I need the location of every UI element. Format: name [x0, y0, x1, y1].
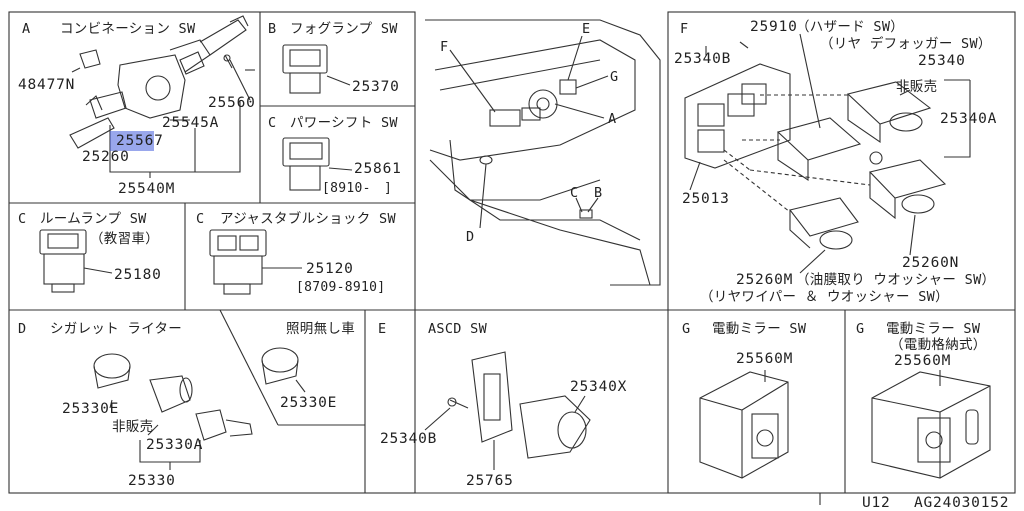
panel-c1-title: パワーシフト SW	[290, 115, 398, 131]
panel-d2-title: 照明無し車	[286, 321, 355, 337]
panel-b-title: フォグランプ SW	[290, 21, 398, 37]
part-25330[interactable]: 25330	[128, 473, 176, 489]
callout-G: G	[610, 69, 619, 85]
part-25560M-g1[interactable]: 25560M	[736, 351, 794, 367]
callout-F: F	[440, 39, 449, 55]
part-25260M[interactable]: 25260M	[736, 272, 794, 288]
label-25910-hazard: （ハザード SW）	[796, 19, 905, 35]
label-not-sold-f: 非販売	[896, 79, 938, 95]
panel-c2-letter: C	[18, 211, 27, 227]
part-25560[interactable]: 25560	[208, 95, 256, 111]
callout-A: A	[608, 111, 617, 127]
panel-a-title: コンビネーション SW	[60, 21, 196, 37]
part-25260N[interactable]: 25260N	[902, 255, 960, 271]
part-25545A[interactable]: 25545A	[162, 115, 220, 131]
callout-E: E	[582, 21, 591, 37]
part-25340B-f[interactable]: 25340B	[674, 51, 732, 67]
part-25330E-d2[interactable]: 25330E	[280, 395, 338, 411]
part-25340B-e[interactable]: 25340B	[380, 431, 438, 447]
panel-e-title: ASCD SW	[428, 321, 487, 337]
part-25340X[interactable]: 25340X	[570, 379, 628, 395]
label-not-sold-d: 非販売	[112, 419, 154, 435]
panel-c3-note: [8709-8910]	[296, 280, 386, 295]
part-25540M[interactable]: 25540M	[118, 181, 176, 197]
part-25180[interactable]: 25180	[114, 267, 162, 283]
part-25330E[interactable]: 25330E	[62, 401, 120, 417]
panel-g2-title: 電動ミラー SW	[886, 321, 981, 337]
panel-c1-note: [8910- ]	[322, 181, 393, 196]
part-25567[interactable]: 25567	[116, 133, 164, 149]
part-25260[interactable]: 25260	[82, 149, 130, 165]
panel-g1-letter: G	[682, 321, 691, 337]
label-25260N: （油膜取り ウオッシャー SW）	[796, 272, 996, 288]
footer-model: U12	[862, 495, 891, 511]
callout-B: B	[594, 185, 603, 201]
part-25861[interactable]: 25861	[354, 161, 402, 177]
panel-g2-letter: G	[856, 321, 865, 337]
part-25340[interactable]: 25340	[918, 53, 966, 69]
panel-b-letter: B	[268, 21, 277, 37]
highlighted-part-25567[interactable]	[110, 131, 154, 151]
panel-g1-title: 電動ミラー SW	[712, 321, 807, 337]
label-25910-defogger: （リヤ デフォッガー SW）	[820, 36, 992, 52]
panel-e-letter: E	[378, 321, 387, 337]
panel-c2-subtitle: （教習車）	[90, 231, 159, 247]
part-25560M-g2[interactable]: 25560M	[894, 353, 952, 369]
part-25120[interactable]: 25120	[306, 261, 354, 277]
panel-c1-letter: C	[268, 115, 277, 131]
panel-f-letter: F	[680, 21, 689, 37]
footer-diagram-code: AG24030152	[914, 495, 1010, 511]
panel-a-letter: A	[22, 21, 31, 37]
panel-c3-title: アジャスタブルショック SW	[220, 211, 396, 227]
part-25370[interactable]: 25370	[352, 79, 400, 95]
part-25013[interactable]: 25013	[682, 191, 730, 207]
panel-d-title: シガレット ライター	[50, 321, 183, 337]
part-25910[interactable]: 25910	[750, 19, 798, 35]
part-25330A[interactable]: 25330A	[146, 437, 204, 453]
callout-C: C	[570, 185, 579, 201]
part-48477N[interactable]: 48477N	[18, 77, 76, 93]
panel-g2-subtitle: （電動格納式）	[890, 337, 987, 353]
panel-c3-letter: C	[196, 211, 205, 227]
part-25765[interactable]: 25765	[466, 473, 514, 489]
panel-d-letter: D	[18, 321, 27, 337]
panel-c2-title: ルームランプ SW	[40, 211, 147, 227]
label-25260M: （リヤワイパー ＆ ウオッシャー SW）	[700, 289, 949, 305]
part-25340A[interactable]: 25340A	[940, 111, 998, 127]
callout-D: D	[466, 229, 475, 245]
